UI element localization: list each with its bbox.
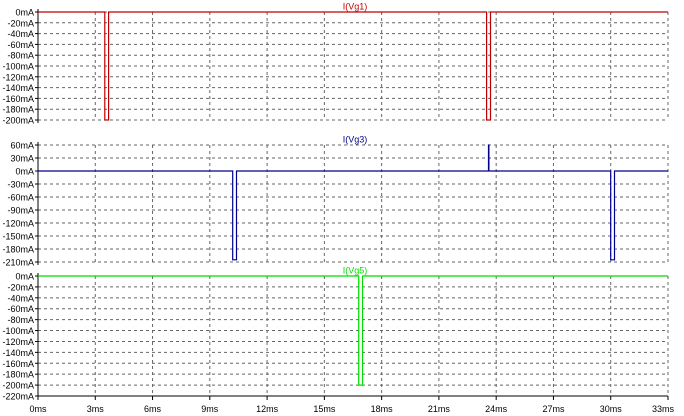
y-tick-label: -180mA [2,105,34,115]
y-tick-label: -40mA [7,293,34,303]
y-tick-label: -80mA [7,51,34,61]
y-tick-label: -20mA [7,18,34,28]
x-axis: 0ms 3ms 6ms 9ms 12ms 15ms 18ms 21ms 24ms 27ms 30ms… [29,395,675,414]
x-tick-label: 15ms [313,404,336,414]
series-line [38,144,668,261]
y-tick-label: -160mA [2,94,34,104]
pane-2: 60mA 30mA 0mA -30mA -60mA -90mA -120mA -150mA -1… [2,135,669,268]
y-tick-label: -120mA [2,219,34,229]
y-tick-label: -60mA [7,40,34,50]
y-tick-label: -100mA [2,326,34,336]
y-tick-label: -60mA [7,193,34,203]
x-tick-label: 18ms [371,404,394,414]
x-tick-label: 21ms [428,404,451,414]
series-title: I(Vg1) [343,2,368,12]
y-tick-label: -120mA [2,72,34,82]
x-tick-label: 12ms [256,404,279,414]
y-tick-label: -210mA [2,258,34,268]
y-tick-label: -220mA [2,392,34,402]
pane-3: 0mA-20mA-40mA-60mA-80mA-100mA-120mA-140m… [2,266,669,402]
x-tick-label: 6ms [144,404,162,414]
y-tick-label: 60mA [10,141,34,151]
y-tick-label: 0mA [15,167,34,177]
series-line [38,275,668,386]
y-tick-label: 30mA [10,154,34,164]
x-tick-label: 27ms [542,404,565,414]
y-tick-label: -180mA [2,245,34,255]
series-title: I(Vg5) [343,266,368,276]
y-tick-label: -200mA [2,116,34,126]
y-tick-label: -140mA [2,83,34,93]
y-tick-label: -60mA [7,304,34,314]
x-tick-label: 0ms [29,404,47,414]
y-tick-label: -30mA [7,180,34,190]
y-tick-label: -180mA [2,370,34,380]
y-tick-label: -160mA [2,359,34,369]
series-title: I(Vg3) [343,135,368,145]
series-line [38,11,668,121]
x-tick-label: 24ms [485,404,508,414]
y-tick-label: -80mA [7,315,34,325]
y-tick-label: 0mA [15,272,34,282]
y-tick-label: -200mA [2,381,34,391]
y-tick-label: -40mA [7,29,34,39]
y-tick-label: -120mA [2,337,34,347]
x-tick-label: 3ms [87,404,105,414]
x-tick-label: 9ms [201,404,219,414]
y-tick-label: -20mA [7,282,34,292]
pane-1: 0mA-20mA-40mA-60mA-80mA-100mA-120mA-140m… [2,2,669,126]
y-tick-label: -90mA [7,206,34,216]
y-tick-label: -140mA [2,348,34,358]
y-tick-label: -150mA [2,232,34,242]
y-tick-label: 0mA [15,8,34,18]
x-tick-label: 30ms [600,404,623,414]
y-tick-label: -100mA [2,62,34,72]
x-tick-label: 33ms [652,404,675,414]
